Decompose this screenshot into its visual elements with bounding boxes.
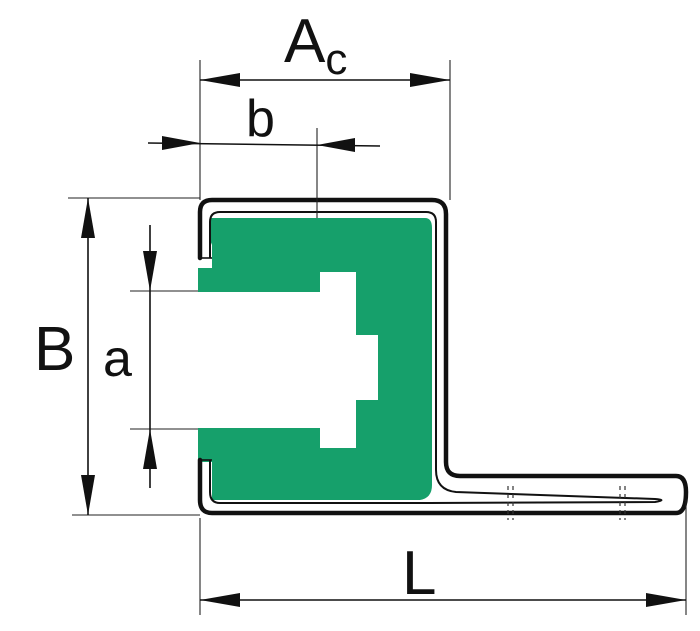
label-ac-sub: c xyxy=(325,35,347,84)
steel-profile-inner xyxy=(209,211,663,504)
label-B: B xyxy=(34,315,75,384)
label-ac-main: A xyxy=(284,7,326,76)
steel-profile-outer xyxy=(197,197,689,516)
arrow-b-right xyxy=(317,138,355,152)
arrow-L-right xyxy=(646,593,686,607)
arrow-ac-left xyxy=(200,73,240,87)
label-a: a xyxy=(103,330,132,388)
arrow-B-bottom xyxy=(81,475,95,515)
label-L: L xyxy=(402,539,436,608)
arrow-a-top xyxy=(143,251,157,291)
arrow-a-bottom xyxy=(143,429,157,469)
green-insert xyxy=(198,218,432,500)
arrow-b-left xyxy=(162,136,200,150)
label-ac: Ac xyxy=(284,7,347,84)
arrow-B-top xyxy=(81,198,95,238)
arrow-ac-right xyxy=(410,73,450,87)
arrow-L-left xyxy=(200,593,240,607)
label-b: b xyxy=(246,90,275,148)
